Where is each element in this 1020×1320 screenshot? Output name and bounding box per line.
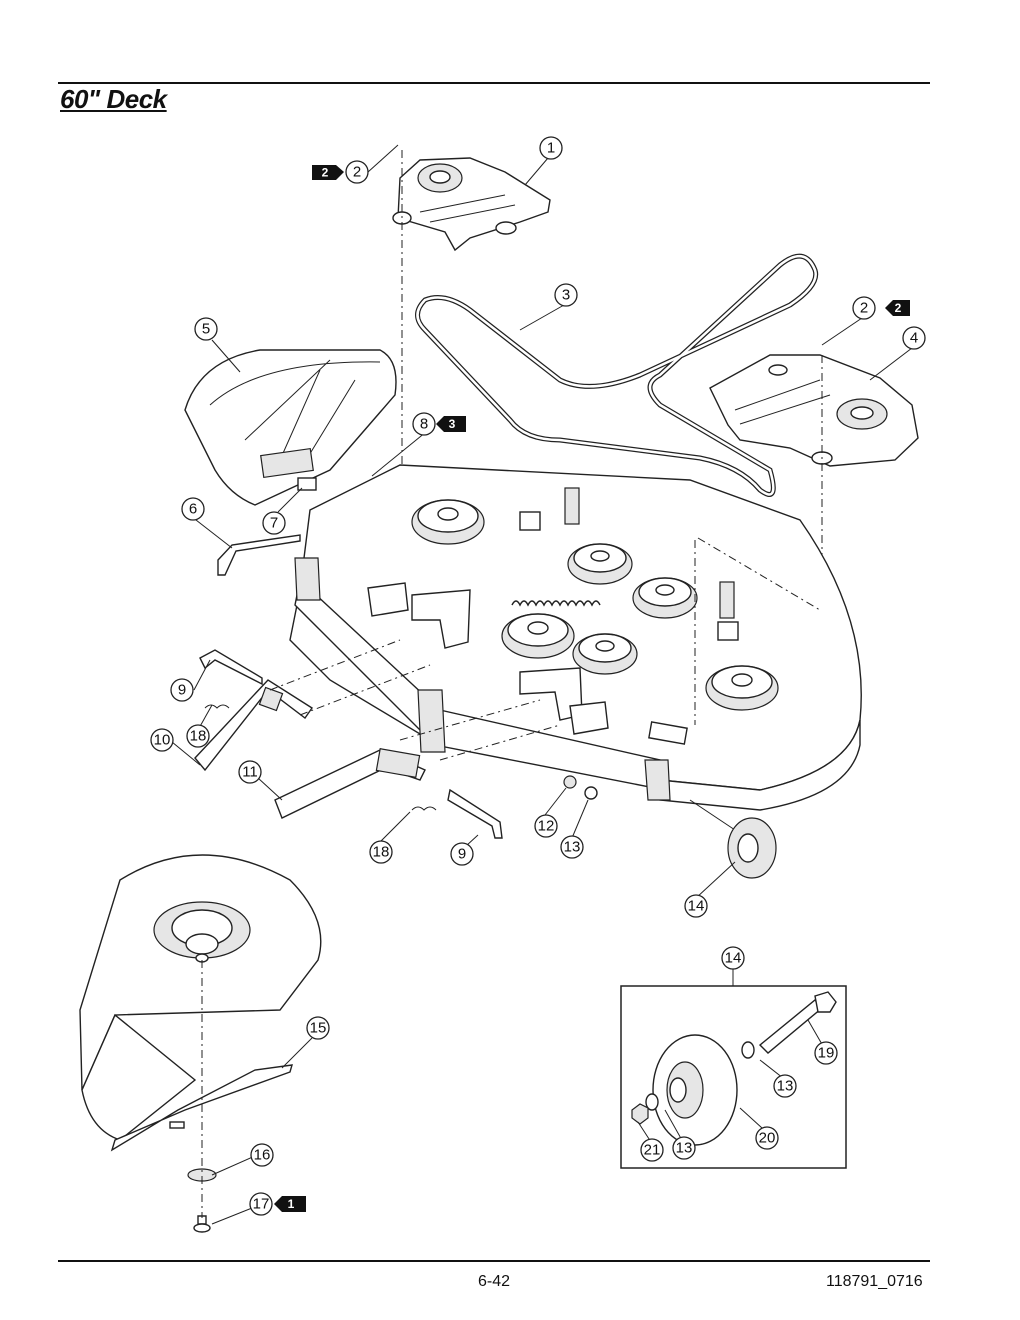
bottom-rule (58, 1260, 930, 1262)
document-code: 118791_0716 (826, 1273, 923, 1290)
callout-7: 7 (262, 511, 286, 535)
svg-text:13: 13 (676, 1140, 693, 1157)
svg-text:13: 13 (777, 1078, 794, 1095)
svg-text:13: 13 (564, 839, 581, 856)
svg-text:12: 12 (538, 818, 555, 835)
svg-text:7: 7 (270, 515, 278, 532)
svg-text:19: 19 (818, 1045, 835, 1062)
callout-13-deck: 13 (560, 835, 584, 859)
svg-text:3: 3 (449, 417, 456, 431)
front-hanger-assembly (194, 649, 503, 839)
svg-text:11: 11 (242, 764, 258, 781)
chute-pin (217, 534, 301, 576)
discharge-chute (184, 349, 397, 506)
callout-13-detail-lower: 13 (672, 1136, 696, 1160)
svg-text:14: 14 (688, 898, 705, 915)
svg-text:2: 2 (322, 166, 329, 180)
callout-4: 4 (902, 326, 926, 350)
flag-2-right: 2 (885, 300, 910, 316)
callout-10: 10 (150, 728, 174, 752)
callout-11: 11 (238, 760, 262, 784)
flag-3: 3 (436, 416, 466, 432)
top-rule (58, 82, 930, 84)
svg-text:1: 1 (288, 1197, 295, 1211)
svg-text:17: 17 (253, 1196, 270, 1213)
svg-text:9: 9 (458, 846, 466, 863)
callout-13-detail-upper: 13 (773, 1074, 797, 1098)
nut-12 (563, 775, 577, 789)
belt-cover-upper (392, 157, 551, 252)
svg-text:8: 8 (420, 416, 428, 433)
svg-text:9: 9 (178, 682, 186, 699)
spindle-detail (79, 854, 322, 1233)
callout-18-bottom: 18 (369, 840, 393, 864)
callout-3: 3 (554, 283, 578, 307)
svg-text:6: 6 (189, 501, 197, 518)
callout-5: 5 (194, 317, 218, 341)
belt-cover-right (709, 354, 919, 467)
callout-15: 15 (306, 1016, 330, 1040)
callout-2-top: 2 (345, 160, 369, 184)
washer-13 (584, 786, 598, 800)
gauge-wheel (689, 799, 777, 879)
callout-9-left: 9 (170, 678, 194, 702)
flag-2-top: 2 (312, 165, 344, 180)
flag-1: 1 (274, 1196, 306, 1212)
svg-text:3: 3 (562, 287, 570, 304)
callout-14-detail: 14 (721, 946, 745, 970)
callout-17: 17 (249, 1192, 273, 1216)
callout-19: 19 (814, 1041, 838, 1065)
callout-14-deck: 14 (684, 894, 708, 918)
callout-21: 21 (640, 1138, 664, 1162)
callout-16: 16 (250, 1143, 274, 1167)
page-title: 60" Deck (60, 84, 167, 114)
callout-18-left: 18 (186, 724, 210, 748)
svg-text:20: 20 (759, 1130, 776, 1147)
callout-1: 1 (539, 136, 563, 160)
drive-belt (415, 253, 819, 497)
svg-text:1: 1 (547, 140, 555, 157)
svg-text:14: 14 (725, 950, 742, 967)
callout-8: 8 (412, 412, 436, 436)
callout-9-bottom: 9 (450, 842, 474, 866)
svg-text:16: 16 (254, 1147, 271, 1164)
callout-6: 6 (181, 497, 205, 521)
page-number: 6-42 (478, 1273, 511, 1290)
svg-text:2: 2 (353, 164, 361, 181)
svg-text:5: 5 (202, 321, 210, 338)
svg-text:18: 18 (373, 844, 390, 861)
svg-text:2: 2 (895, 301, 902, 315)
wheel-detail (631, 991, 837, 1146)
mower-deck (289, 464, 862, 811)
callout-2-right: 2 (852, 296, 876, 320)
svg-text:2: 2 (860, 300, 868, 317)
svg-text:15: 15 (310, 1020, 327, 1037)
svg-text:4: 4 (910, 330, 918, 347)
callout-20: 20 (755, 1126, 779, 1150)
svg-text:10: 10 (154, 732, 171, 749)
svg-text:21: 21 (644, 1142, 661, 1159)
callout-12: 12 (534, 814, 558, 838)
svg-text:18: 18 (190, 728, 207, 745)
